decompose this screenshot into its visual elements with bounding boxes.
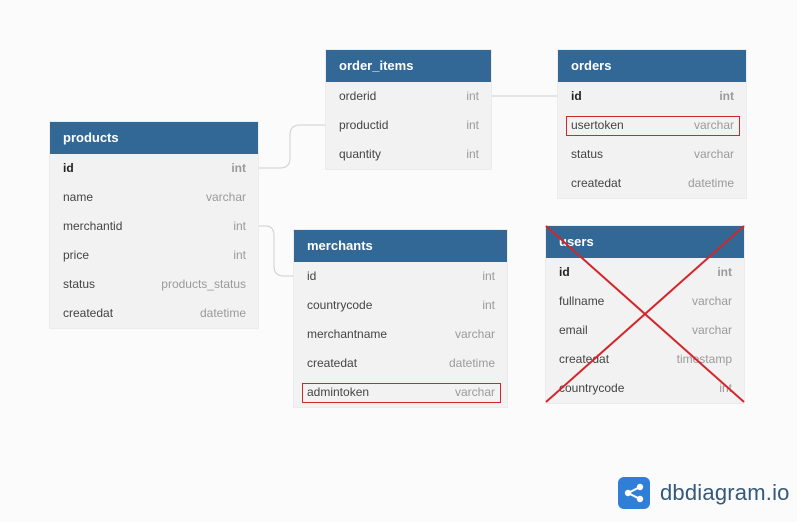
field-name: countrycode: [559, 381, 625, 395]
field-name: id: [571, 89, 582, 103]
field-name: orderid: [339, 89, 377, 103]
field-name: id: [559, 265, 570, 279]
field-row-productid[interactable]: productid int: [326, 111, 491, 140]
field-name: usertoken: [571, 118, 624, 132]
field-type: varchar: [454, 327, 495, 341]
field-type: int: [466, 89, 479, 103]
field-name: id: [307, 269, 317, 283]
field-row-price[interactable]: price int: [50, 241, 258, 270]
field-row-fullname[interactable]: fullname varchar: [546, 287, 744, 316]
table-rows: id int fullname varchar email varchar createda…: [546, 258, 744, 403]
field-name: status: [63, 277, 96, 291]
field-name: productid: [339, 118, 389, 132]
share-nodes-icon: [618, 477, 650, 509]
field-name: merchantname: [307, 327, 388, 341]
field-type: varchar: [691, 294, 732, 308]
field-type: int: [482, 269, 495, 283]
field-type: timestamp: [676, 352, 732, 366]
field-name: id: [63, 161, 74, 175]
field-name: createdat: [571, 176, 622, 190]
field-row-createdat[interactable]: createdat datetime: [558, 169, 746, 198]
field-type: products_status: [161, 277, 246, 291]
field-type: varchar: [691, 323, 732, 337]
field-row-countrycode[interactable]: countrycode int: [294, 291, 507, 320]
table-rows: orderid int productid int quantity int: [326, 82, 491, 169]
field-name: createdat: [307, 356, 358, 370]
field-name: email: [559, 323, 588, 337]
table-users[interactable]: users id int fullname varchar email varchar cr…: [546, 226, 744, 403]
table-rows: id int name varchar merchantid int price int sta…: [50, 154, 258, 328]
field-name: status: [571, 147, 604, 161]
field-name: merchantid: [63, 219, 123, 233]
field-row-usertoken[interactable]: usertoken varchar: [558, 111, 746, 140]
field-type: int: [719, 381, 732, 395]
field-type: int: [482, 298, 495, 312]
field-name: countrycode: [307, 298, 373, 312]
field-type: varchar: [454, 385, 495, 399]
field-row-id[interactable]: id int: [546, 258, 744, 287]
brand-logo[interactable]: dbdiagram.io: [618, 477, 790, 509]
table-header[interactable]: order_items: [326, 50, 491, 82]
field-row-orderid[interactable]: orderid int: [326, 82, 491, 111]
relation-merchantid-merchants-id: [258, 225, 294, 277]
field-row-name[interactable]: name varchar: [50, 183, 258, 212]
field-type: int: [719, 89, 734, 103]
field-row-admintoken[interactable]: admintoken varchar: [294, 378, 507, 407]
field-row-createdat[interactable]: createdat datetime: [50, 299, 258, 328]
table-merchants[interactable]: merchants id int countrycode int merchantnam…: [294, 230, 507, 407]
field-row-email[interactable]: email varchar: [546, 316, 744, 345]
field-row-countrycode[interactable]: countrycode int: [546, 374, 744, 403]
table-header[interactable]: users: [546, 226, 744, 258]
field-name: price: [63, 248, 90, 262]
field-name: createdat: [63, 306, 114, 320]
field-type: int: [231, 161, 246, 175]
field-name: fullname: [559, 294, 605, 308]
table-rows: id int usertoken varchar status varchar create…: [558, 82, 746, 198]
field-type: varchar: [693, 118, 734, 132]
field-type: varchar: [205, 190, 246, 204]
field-type: int: [466, 147, 479, 161]
field-row-status[interactable]: status products_status: [50, 270, 258, 299]
field-row-merchantname[interactable]: merchantname varchar: [294, 320, 507, 349]
field-row-id[interactable]: id int: [294, 262, 507, 291]
table-header[interactable]: orders: [558, 50, 746, 82]
field-name: quantity: [339, 147, 382, 161]
table-header[interactable]: products: [50, 122, 258, 154]
field-type: int: [233, 248, 246, 262]
field-type: datetime: [448, 356, 495, 370]
field-type: int: [233, 219, 246, 233]
relation-productid-products-id: [258, 124, 326, 169]
field-type: varchar: [693, 147, 734, 161]
field-type: datetime: [199, 306, 246, 320]
field-type: datetime: [687, 176, 734, 190]
field-row-createdat[interactable]: createdat timestamp: [546, 345, 744, 374]
field-row-id[interactable]: id int: [558, 82, 746, 111]
table-header[interactable]: merchants: [294, 230, 507, 262]
field-row-quantity[interactable]: quantity int: [326, 140, 491, 169]
field-row-merchantid[interactable]: merchantid int: [50, 212, 258, 241]
field-row-createdat[interactable]: createdat datetime: [294, 349, 507, 378]
table-orders[interactable]: orders id int usertoken varchar status varcha…: [558, 50, 746, 198]
field-name: name: [63, 190, 94, 204]
table-rows: id int countrycode int merchantname varchar cr…: [294, 262, 507, 407]
field-row-status[interactable]: status varchar: [558, 140, 746, 169]
field-name: admintoken: [307, 385, 370, 399]
field-type: int: [466, 118, 479, 132]
brand-name: dbdiagram.io: [660, 480, 790, 505]
field-row-id[interactable]: id int: [50, 154, 258, 183]
field-type: int: [717, 265, 732, 279]
field-name: createdat: [559, 352, 610, 366]
